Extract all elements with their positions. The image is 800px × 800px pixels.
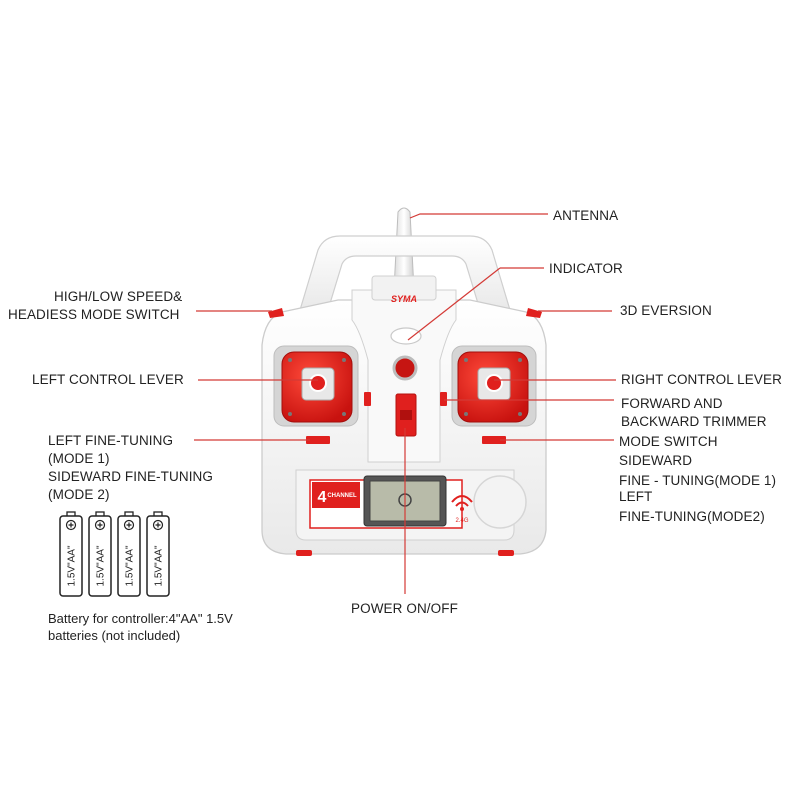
label-antenna: ANTENNA (553, 208, 619, 223)
label-sideward-4: FINE-TUNING(MODE2) (619, 509, 765, 524)
brand-logo: SYMA (391, 294, 417, 304)
left-fine-tuning-trimmer (306, 436, 330, 444)
leader-indicator (407, 267, 501, 341)
indicator-light (390, 327, 422, 345)
channel-badge (312, 482, 360, 508)
label-left-fine-3: SIDEWARD FINE-TUNING (48, 469, 213, 484)
label-left-lever: LEFT CONTROL LEVER (32, 372, 184, 387)
battery: 1.5V"AA" (146, 511, 170, 597)
battery: 1.5V"AA" (117, 511, 141, 597)
battery-label: 1.5V"AA" (96, 545, 107, 586)
label-sideward-2: FINE - TUNING(MODE 1) (619, 473, 777, 488)
label-speed-switch-1: HIGH/LOW SPEED& (54, 289, 183, 304)
mode-switch-trimmer (482, 436, 506, 444)
channel-badge-text: CHANNEL (327, 493, 357, 499)
label-sideward-3: LEFT (619, 489, 653, 504)
power-switch (395, 393, 417, 437)
label-left-fine-1: LEFT FINE-TUNING (48, 433, 174, 448)
battery-label: 1.5V"AA" (67, 545, 78, 586)
leader-lines (194, 213, 616, 594)
round-dial (473, 475, 527, 529)
battery-group: 1.5V"AA" 1.5V"AA" 1.5V"AA" 1.5V"AA" (59, 511, 170, 597)
center-red-button (392, 355, 418, 381)
label-fb-trimmer-1: FORWARD AND (621, 396, 723, 411)
label-power: POWER ON/OFF (351, 601, 458, 616)
label-sideward-1: SIDEWARD (619, 453, 693, 468)
forward-backward-trimmer (440, 392, 447, 406)
battery: 1.5V"AA" (59, 511, 83, 597)
label-left-fine-4: (MODE 2) (48, 487, 110, 502)
left-side-trimmer (364, 392, 371, 406)
right-control-lever (451, 345, 537, 427)
label-speed-switch-2: HEADIESS MODE SWITCH (8, 307, 180, 322)
wifi-icon (451, 495, 473, 507)
label-left-fine-2: (MODE 1) (48, 451, 110, 466)
speed-switch-button (268, 308, 284, 318)
eversion-button (526, 308, 542, 318)
battery: 1.5V"AA" (88, 511, 112, 597)
channel-badge-number: 4 (318, 489, 327, 506)
left-control-lever (273, 345, 359, 427)
battery-caption-2: batteries (not included) (48, 628, 181, 643)
battery-label: 1.5V"AA" (154, 545, 165, 586)
lower-panel (295, 469, 527, 541)
label-indicator: INDICATOR (549, 261, 623, 276)
battery-label: 1.5V"AA" (125, 545, 136, 586)
label-eversion: 3D EVERSION (620, 303, 712, 318)
battery-caption-1: Battery for controller:4"AA" 1.5V (48, 611, 233, 626)
label-fb-trimmer-2: BACKWARD TRIMMER (621, 414, 767, 429)
label-right-lever: RIGHT CONTROL LEVER (621, 372, 782, 387)
wifi-label: 2.4G (455, 518, 468, 524)
leader-antenna (409, 213, 548, 219)
label-mode-switch: MODE SWITCH (619, 434, 718, 449)
